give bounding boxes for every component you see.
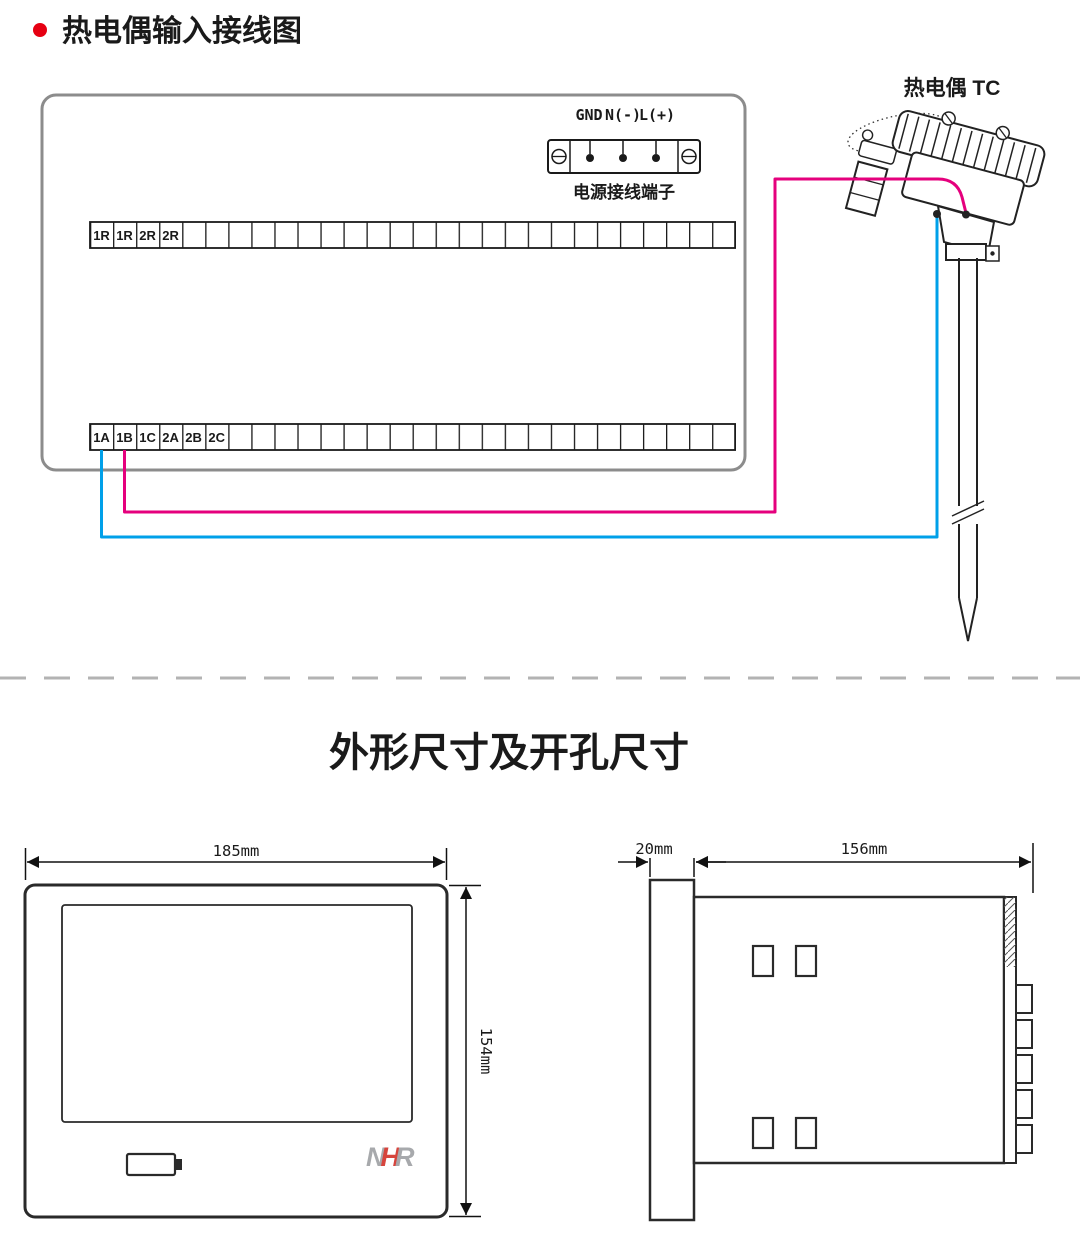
- usb-port-icon: [125, 1152, 182, 1177]
- side-terminal-dot: [990, 251, 995, 256]
- rear-connector-block: [1015, 1054, 1033, 1084]
- terminal-cell-label: 1A: [93, 430, 110, 445]
- mounting-clip-slot: [751, 1116, 775, 1150]
- title-bullet-icon: [33, 23, 47, 37]
- rear-connector-block: [1015, 984, 1033, 1014]
- section-title: 外形尺寸及开孔尺寸: [329, 731, 689, 775]
- terminal-cell-label: 2B: [185, 430, 202, 445]
- terminal-cell-label: 2R: [162, 228, 179, 243]
- dimension-front-width: 185mm: [24, 842, 448, 880]
- mounting-clip-slot: [794, 944, 818, 978]
- case-body: [692, 895, 1006, 1165]
- power-terminal-block: GND N(-) L(+) 电源接线端子: [547, 106, 701, 202]
- terminal-cell-label: 1C: [139, 430, 156, 445]
- probe-collar: [945, 243, 987, 261]
- power-terminal-l: [652, 154, 660, 162]
- eyelet-screw-icon: [995, 125, 1010, 141]
- dimension-label: 185mm: [213, 842, 260, 860]
- rear-connector-block: [1015, 1124, 1033, 1154]
- probe-sheath: [951, 258, 985, 642]
- dimension-front-height: 154mm: [449, 884, 495, 1218]
- dimension-label: 156mm: [841, 840, 888, 858]
- clamp-bracket: [857, 139, 898, 165]
- terminal-cell-label: 2R: [139, 228, 156, 243]
- head-terminal-screw: [962, 210, 970, 219]
- clamp-screw-icon: [861, 129, 874, 141]
- upper-terminal-strip: 1R 1R 2R 2R: [89, 221, 736, 249]
- wire-positive: [123, 177, 967, 514]
- mount-screw-icon: [551, 148, 567, 165]
- terminal-cell-label: 1R: [116, 228, 133, 243]
- thermocouple-label: 热电偶 TC: [904, 76, 1001, 100]
- dimension-label: 154mm: [477, 1028, 495, 1075]
- probe-tip: [958, 597, 978, 642]
- thermocouple-head: [844, 110, 1046, 226]
- front-view: NHR 185mm 154mm: [23, 842, 495, 1219]
- cable-gland-hex: [844, 160, 889, 217]
- head-cap-ribs: [897, 113, 1040, 184]
- power-label-gnd: GND: [575, 106, 602, 124]
- head-terminal-screw: [933, 210, 941, 218]
- probe-break-gap: [951, 506, 985, 524]
- terminal-cell-label: 1R: [93, 228, 110, 243]
- mount-screw-icon: [681, 148, 697, 165]
- rear-connector-block: [1015, 1089, 1033, 1119]
- mounting-clip-slot: [794, 1116, 818, 1150]
- power-label-n: N(-): [605, 106, 641, 124]
- wire-negative: [100, 212, 939, 539]
- mounting-clip-slot: [751, 944, 775, 978]
- brand-logo: NHR: [366, 1142, 415, 1172]
- power-terminal-n: [619, 154, 627, 162]
- power-label-l: L(+): [639, 106, 675, 124]
- rear-rail-hatch: [1004, 897, 1016, 967]
- lower-terminal-strip: 1A 1B 1C 2A 2B 2C: [89, 423, 736, 451]
- power-terminal-gnd: [586, 154, 594, 162]
- page-header: 热电偶输入接线图: [33, 15, 302, 48]
- eyelet-screw-icon: [941, 111, 956, 126]
- terminal-cell-label: 2C: [208, 430, 225, 445]
- instrument-rear-panel: [40, 93, 747, 472]
- panel-flange: [648, 878, 696, 1222]
- terminal-cell-label: 2A: [162, 430, 179, 445]
- dimension-label: 20mm: [635, 840, 672, 858]
- dimension-body-depth: 156mm: [696, 840, 1034, 893]
- side-view: 20mm 156mm: [618, 840, 1034, 1222]
- page-title: 热电偶输入接线图: [62, 15, 302, 48]
- power-block-caption: 电源接线端子: [573, 182, 675, 202]
- rear-connector-block: [1015, 1019, 1033, 1049]
- thermocouple-sensor: [844, 110, 1046, 642]
- dimension-flange-depth: 20mm: [618, 840, 726, 877]
- front-screen: [61, 904, 413, 1123]
- terminal-cell-label: 1B: [116, 430, 133, 445]
